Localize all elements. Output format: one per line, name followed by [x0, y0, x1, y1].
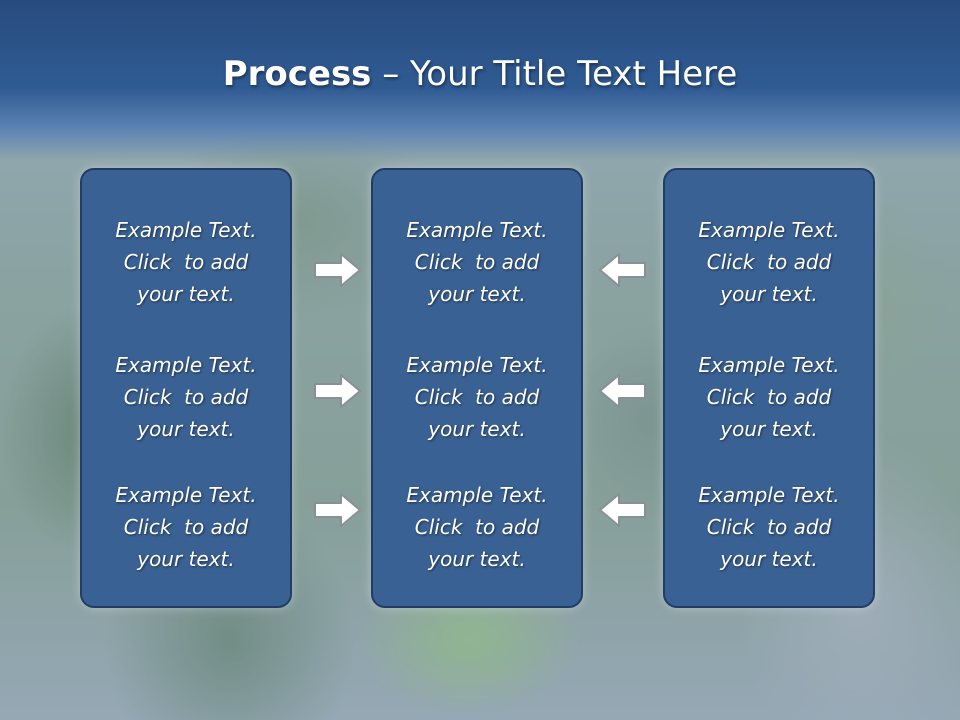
text-line: your text. [720, 547, 818, 571]
text-block[interactable]: Example Text. Click to add your text. [665, 479, 873, 575]
title-rest: – Your Title Text Here [371, 54, 738, 94]
left-arrow-icon [599, 493, 646, 527]
text-block[interactable]: Example Text. Click to add your text. [665, 349, 873, 445]
right-arrow-icon [314, 374, 361, 408]
text-line: Click to add [414, 515, 540, 539]
text-line: Example Text. [115, 218, 257, 242]
text-line: your text. [720, 417, 818, 441]
text-line: Example Text. [698, 218, 840, 242]
text-line: your text. [428, 417, 526, 441]
text-block[interactable]: Example Text. Click to add your text. [665, 214, 873, 310]
right-arrow-icon [314, 253, 361, 287]
process-panel-middle: Example Text. Click to add your text. Ex… [371, 168, 583, 608]
text-line: Example Text. [406, 483, 548, 507]
text-line: Example Text. [406, 353, 548, 377]
text-line: Click to add [123, 385, 249, 409]
text-line: your text. [137, 417, 235, 441]
text-line: your text. [137, 547, 235, 571]
text-line: Example Text. [115, 353, 257, 377]
text-line: Example Text. [698, 353, 840, 377]
slide-title[interactable]: Process – Your Title Text Here [0, 52, 960, 96]
text-line: Click to add [123, 515, 249, 539]
text-line: your text. [428, 282, 526, 306]
left-arrow-icon [599, 253, 646, 287]
left-arrow-icon [599, 374, 646, 408]
text-line: Example Text. [115, 483, 257, 507]
right-arrow-icon [314, 493, 361, 527]
text-block[interactable]: Example Text. Click to add your text. [82, 214, 290, 310]
text-line: Example Text. [698, 483, 840, 507]
text-line: Click to add [706, 515, 832, 539]
text-line: Click to add [706, 250, 832, 274]
text-line: Click to add [414, 385, 540, 409]
title-bold: Process [222, 54, 372, 94]
text-line: your text. [137, 282, 235, 306]
text-block[interactable]: Example Text. Click to add your text. [373, 349, 581, 445]
text-line: Click to add [706, 385, 832, 409]
text-line: Click to add [414, 250, 540, 274]
text-line: your text. [720, 282, 818, 306]
title-band [0, 0, 960, 160]
text-line: your text. [428, 547, 526, 571]
text-block[interactable]: Example Text. Click to add your text. [373, 479, 581, 575]
text-block[interactable]: Example Text. Click to add your text. [373, 214, 581, 310]
text-line: Click to add [123, 250, 249, 274]
text-block[interactable]: Example Text. Click to add your text. [82, 479, 290, 575]
process-panel-right: Example Text. Click to add your text. Ex… [663, 168, 875, 608]
text-line: Example Text. [406, 218, 548, 242]
process-panel-left: Example Text. Click to add your text. Ex… [80, 168, 292, 608]
text-block[interactable]: Example Text. Click to add your text. [82, 349, 290, 445]
